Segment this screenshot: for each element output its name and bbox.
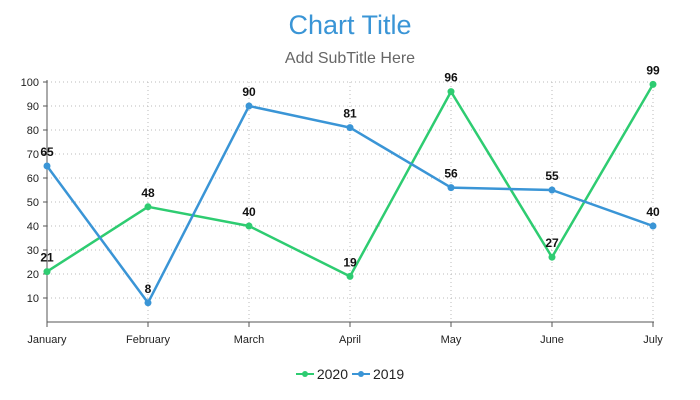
grid: [47, 81, 654, 322]
y-tick-label: 10: [27, 293, 39, 305]
chart-title: Chart Title: [288, 10, 412, 40]
y-tick-label: 60: [27, 173, 39, 185]
y-tick-label: 70: [27, 149, 39, 161]
data-label-2019: 8: [145, 282, 152, 296]
chart-subtitle: Add SubTitle Here: [284, 50, 416, 67]
data-label-2019: 55: [545, 169, 559, 183]
data-label-2019: 90: [242, 85, 256, 99]
legend-swatch: [352, 369, 370, 379]
data-label-2019: 65: [40, 145, 54, 159]
y-tick-label: 100: [21, 77, 39, 89]
y-tick-label: 20: [27, 269, 39, 281]
legend-item-2019[interactable]: 2019: [352, 366, 404, 382]
data-point-2020[interactable]: [548, 253, 556, 261]
data-label-2019: 56: [444, 167, 458, 181]
data-label-2020: 40: [242, 205, 256, 219]
data-point-2019[interactable]: [447, 184, 455, 192]
data-point-2019[interactable]: [548, 186, 556, 194]
data-point-2020[interactable]: [447, 88, 455, 96]
legend: 2020 2019: [0, 366, 700, 382]
data-label-2020: 99: [646, 63, 660, 77]
data-label-2019: 81: [343, 107, 357, 121]
data-label-2019: 40: [646, 205, 660, 219]
x-tick-label: July: [643, 334, 663, 346]
data-point-2019[interactable]: [649, 222, 657, 230]
x-tick-label: January: [27, 334, 67, 346]
x-tick-label: May: [441, 334, 462, 346]
data-point-2020[interactable]: [346, 272, 354, 280]
x-tick-label: June: [540, 334, 564, 346]
legend-label: 2020: [316, 366, 348, 382]
legend-item-2020[interactable]: 2020: [295, 366, 348, 382]
data-point-2019[interactable]: [144, 299, 152, 307]
x-tick-label: March: [234, 334, 265, 346]
y-tick-label: 40: [27, 221, 39, 233]
data-point-2020[interactable]: [649, 80, 657, 88]
y-tick-label: 80: [27, 125, 39, 137]
legend-swatch: [295, 369, 314, 379]
data-label-2020: 27: [545, 236, 559, 250]
data-point-2019[interactable]: [43, 162, 51, 170]
series-layer: [43, 80, 657, 307]
y-tick-label: 90: [27, 101, 39, 113]
x-tick-label: February: [126, 334, 171, 346]
x-tick-label: April: [339, 334, 361, 346]
data-label-2020: 48: [141, 186, 155, 200]
data-point-2019[interactable]: [346, 124, 354, 132]
data-label-2020: 96: [444, 71, 458, 85]
data-point-2020[interactable]: [43, 268, 51, 276]
data-label-2020: 21: [40, 251, 54, 265]
legend-label: 2019: [373, 366, 405, 382]
y-tick-label: 30: [27, 245, 39, 257]
data-labels: 21 48 40 19 96 27 99 65 8 90 81 56 55 40: [40, 63, 660, 295]
data-label-2020: 19: [343, 255, 357, 269]
data-point-2020[interactable]: [144, 203, 152, 211]
data-point-2020[interactable]: [245, 222, 253, 230]
y-tick-label: 50: [27, 197, 39, 209]
data-point-2019[interactable]: [245, 102, 253, 110]
